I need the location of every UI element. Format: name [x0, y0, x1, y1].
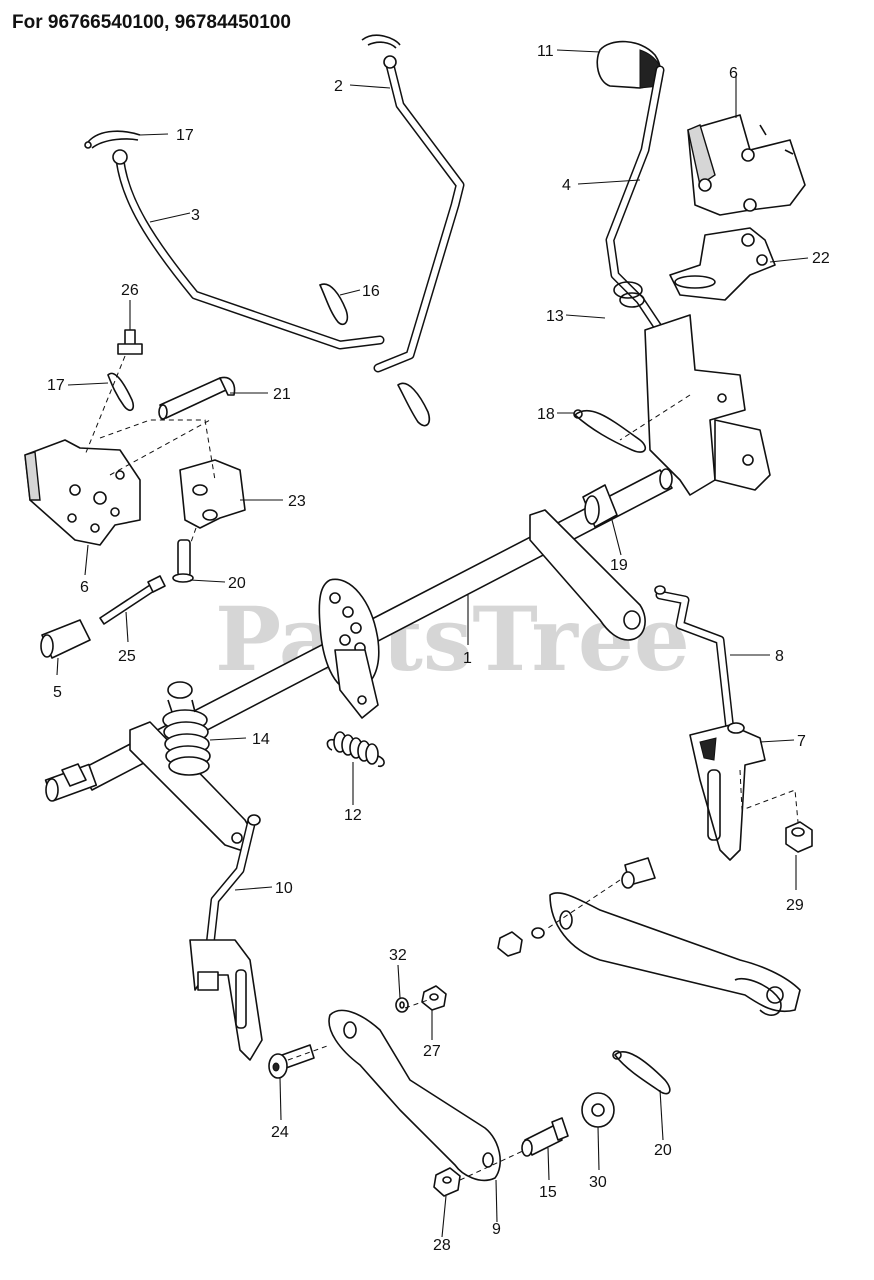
- callout-17-top: 17: [176, 127, 194, 144]
- part-21-clip[interactable]: [612, 1050, 671, 1095]
- callout-11: 11: [537, 43, 554, 60]
- callout-32: 32: [389, 947, 407, 964]
- callout-3: 3: [191, 207, 200, 224]
- part-10-rod[interactable]: [189, 814, 263, 1061]
- callout-18: 18: [537, 406, 555, 423]
- clip-rod-2[interactable]: [396, 382, 431, 427]
- part-14-spring[interactable]: [162, 681, 211, 776]
- callout-16: 16: [362, 283, 380, 300]
- callout-30: 29: [786, 897, 804, 914]
- callout-6-top: 6: [729, 65, 738, 82]
- part-22-pin[interactable]: [158, 376, 236, 420]
- callout-9: 9: [492, 1221, 501, 1238]
- part-25-bolt[interactable]: [268, 1044, 315, 1079]
- part-6-bracket-left[interactable]: [24, 439, 141, 546]
- part-9-lever[interactable]: [328, 1009, 501, 1182]
- part-6-bracket-top[interactable]: [687, 114, 806, 216]
- callout-15: 15: [539, 1184, 557, 1201]
- part-4-handle[interactable]: [605, 65, 685, 365]
- arm-upper-right: [549, 857, 801, 1016]
- leader-lines: [56, 49, 809, 1238]
- part-29-nut[interactable]: [433, 1167, 461, 1197]
- part-16-clip[interactable]: [318, 283, 349, 326]
- part-11-knob[interactable]: [596, 40, 663, 89]
- bracket-right: [644, 314, 771, 496]
- callout-22: 21: [273, 386, 291, 403]
- callout-13: 13: [546, 308, 564, 325]
- part-26-bolt[interactable]: [99, 575, 166, 625]
- part-32-washer[interactable]: [395, 997, 409, 1013]
- callout-8: 8: [775, 648, 784, 665]
- callout-29: 28: [433, 1237, 451, 1254]
- part-28-nut[interactable]: [421, 985, 447, 1011]
- callout-12: 12: [344, 807, 362, 824]
- part-13-spring-clip[interactable]: [613, 281, 645, 308]
- part-7-bracket[interactable]: [689, 722, 766, 861]
- callout-7: 7: [797, 733, 806, 750]
- callout-10: 10: [275, 880, 293, 897]
- part-2-rod[interactable]: [361, 34, 465, 373]
- assembly-lines: [84, 355, 799, 1181]
- callout-14: 14: [252, 731, 270, 748]
- part-27-bolt[interactable]: [117, 329, 143, 355]
- callout-28: 27: [423, 1043, 441, 1060]
- part-20-pin[interactable]: [172, 539, 194, 583]
- callout-1: 1: [463, 650, 472, 667]
- callout-31: 30: [589, 1174, 607, 1191]
- callout-26: 25: [118, 648, 136, 665]
- part-5-spacer[interactable]: [40, 619, 91, 659]
- part-8-rod[interactable]: [654, 585, 735, 735]
- callout-25: 24: [271, 1124, 289, 1141]
- callout-6-left: 6: [80, 579, 89, 596]
- callout-27: 26: [121, 282, 139, 299]
- part-12-spring[interactable]: [326, 731, 385, 768]
- callout-23: 22: [812, 250, 830, 267]
- callout-4: 4: [562, 177, 571, 194]
- callout-2: 2: [334, 78, 343, 95]
- part-3-rod[interactable]: [112, 149, 385, 350]
- callout-19: 19: [610, 557, 628, 574]
- callout-numbers: 11 2 17 3 6 4 22 16 13 26 17 21 18 23 6 …: [47, 43, 830, 1254]
- part-18-clip[interactable]: [573, 409, 647, 453]
- part-1-main-shaft[interactable]: [44, 468, 673, 851]
- callout-5: 5: [53, 684, 62, 701]
- nut-arm: [497, 927, 545, 957]
- part-15-pin[interactable]: [521, 1117, 569, 1157]
- part-31-washer[interactable]: [581, 1092, 615, 1128]
- callout-17-left: 17: [47, 377, 65, 394]
- part-23-bracket[interactable]: [669, 227, 776, 301]
- part-19-bushing[interactable]: [582, 484, 618, 528]
- callout-21: 20: [654, 1142, 672, 1159]
- callout-24: 23: [288, 493, 306, 510]
- diagram-title: For 96766540100, 96784450100: [12, 12, 291, 33]
- part-24-block[interactable]: [179, 459, 246, 529]
- part-30-nut[interactable]: [785, 821, 813, 853]
- part-17-clip-top[interactable]: [84, 130, 141, 149]
- part-17-clip-left[interactable]: [107, 372, 135, 412]
- callout-20: 20: [228, 575, 246, 592]
